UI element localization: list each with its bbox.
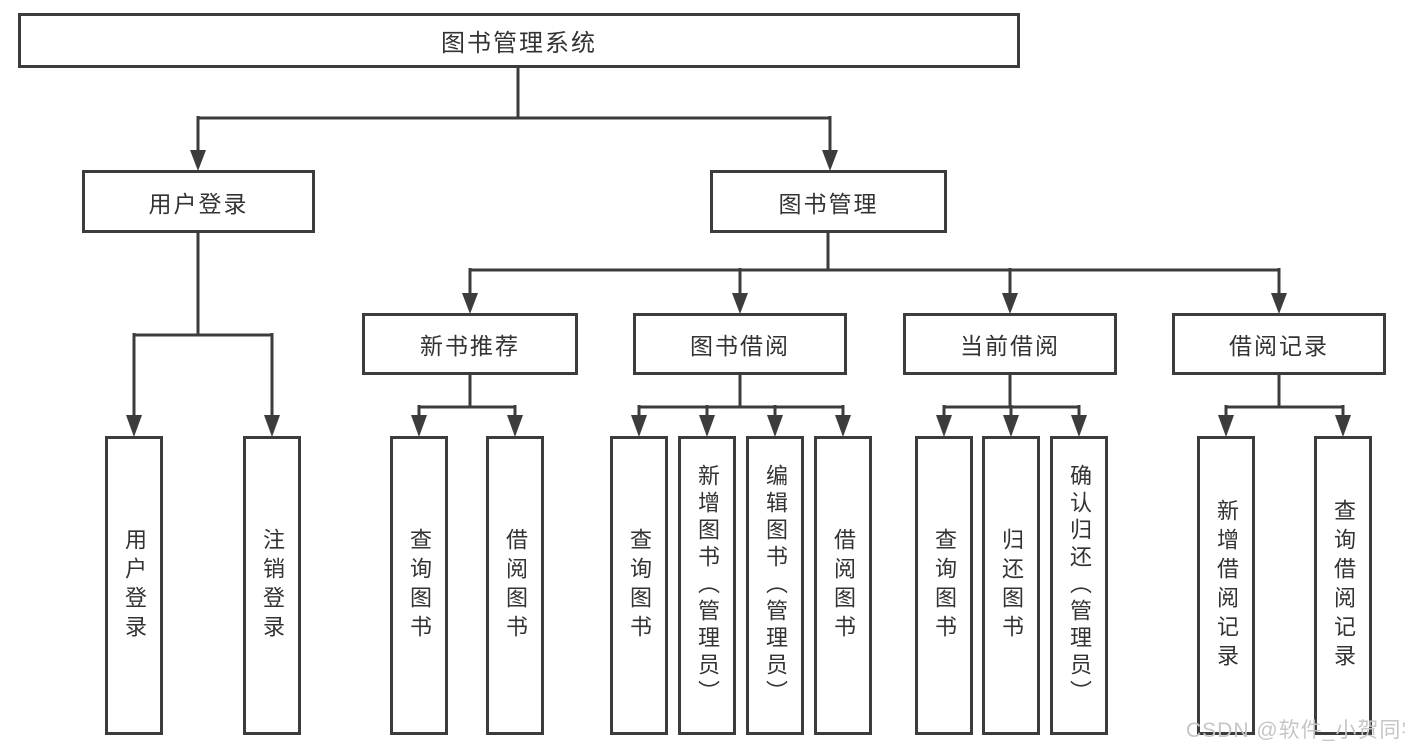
leaf-user-login: 用户登录 — [105, 436, 163, 735]
node-library-management-system: 图书管理系统 — [18, 13, 1020, 68]
leaf-add-borrowing-record: 新增借阅记录 — [1197, 436, 1255, 735]
node-new-book-recommendation-label: 新书推荐 — [420, 333, 520, 359]
leaf-return-books: 归还图书 — [982, 436, 1040, 735]
leaf-add-book-admin: 新增图书（管理员） — [678, 436, 736, 735]
leaf-query-books-recommend: 查询图书 — [390, 436, 448, 735]
node-borrowing-records: 借阅记录 — [1172, 313, 1386, 375]
leaf-borrow-books-recommend-label: 借阅图书 — [503, 527, 528, 644]
node-book-borrowing-label: 图书借阅 — [690, 333, 790, 359]
node-current-borrowing-label: 当前借阅 — [960, 333, 1060, 359]
leaf-add-borrowing-record-label: 新增借阅记录 — [1214, 498, 1239, 673]
leaf-add-book-admin-label: 新增图书（管理员） — [695, 464, 720, 707]
leaf-logout: 注销登录 — [243, 436, 301, 735]
leaf-user-login-label: 用户登录 — [122, 527, 147, 644]
leaf-edit-book-admin: 编辑图书（管理员） — [746, 436, 804, 735]
node-library-management-system-label: 图书管理系统 — [441, 30, 597, 57]
leaf-query-books-current: 查询图书 — [915, 436, 973, 735]
node-borrowing-records-label: 借阅记录 — [1229, 333, 1329, 359]
leaf-confirm-return-admin-label: 确认归还（管理员） — [1067, 464, 1092, 707]
node-new-book-recommendation: 新书推荐 — [362, 313, 578, 375]
leaf-confirm-return-admin: 确认归还（管理员） — [1050, 436, 1108, 735]
leaf-query-borrowing-record: 查询借阅记录 — [1314, 436, 1372, 735]
leaf-logout-label: 注销登录 — [260, 527, 285, 644]
node-user-login-label: 用户登录 — [148, 190, 249, 217]
leaf-query-books-recommend-label: 查询图书 — [407, 527, 432, 644]
node-book-management: 图书管理 — [710, 170, 947, 233]
leaf-borrow-books-borrowing-label: 借阅图书 — [831, 527, 856, 644]
leaf-query-borrowing-record-label: 查询借阅记录 — [1331, 498, 1356, 673]
node-book-borrowing: 图书借阅 — [633, 313, 847, 375]
leaf-query-books-borrowing-label: 查询图书 — [627, 527, 652, 644]
csdn-watermark: CSDN @软件_小贺同学 — [1186, 719, 1405, 742]
leaf-query-books-borrowing: 查询图书 — [610, 436, 668, 735]
leaf-borrow-books-recommend: 借阅图书 — [486, 436, 544, 735]
node-book-management-label: 图书管理 — [778, 190, 879, 217]
node-user-login: 用户登录 — [82, 170, 315, 233]
leaf-edit-book-admin-label: 编辑图书（管理员） — [763, 464, 788, 707]
leaf-query-books-current-label: 查询图书 — [932, 527, 957, 644]
leaf-return-books-label: 归还图书 — [999, 527, 1024, 644]
node-current-borrowing: 当前借阅 — [903, 313, 1117, 375]
leaf-borrow-books-borrowing: 借阅图书 — [814, 436, 872, 735]
